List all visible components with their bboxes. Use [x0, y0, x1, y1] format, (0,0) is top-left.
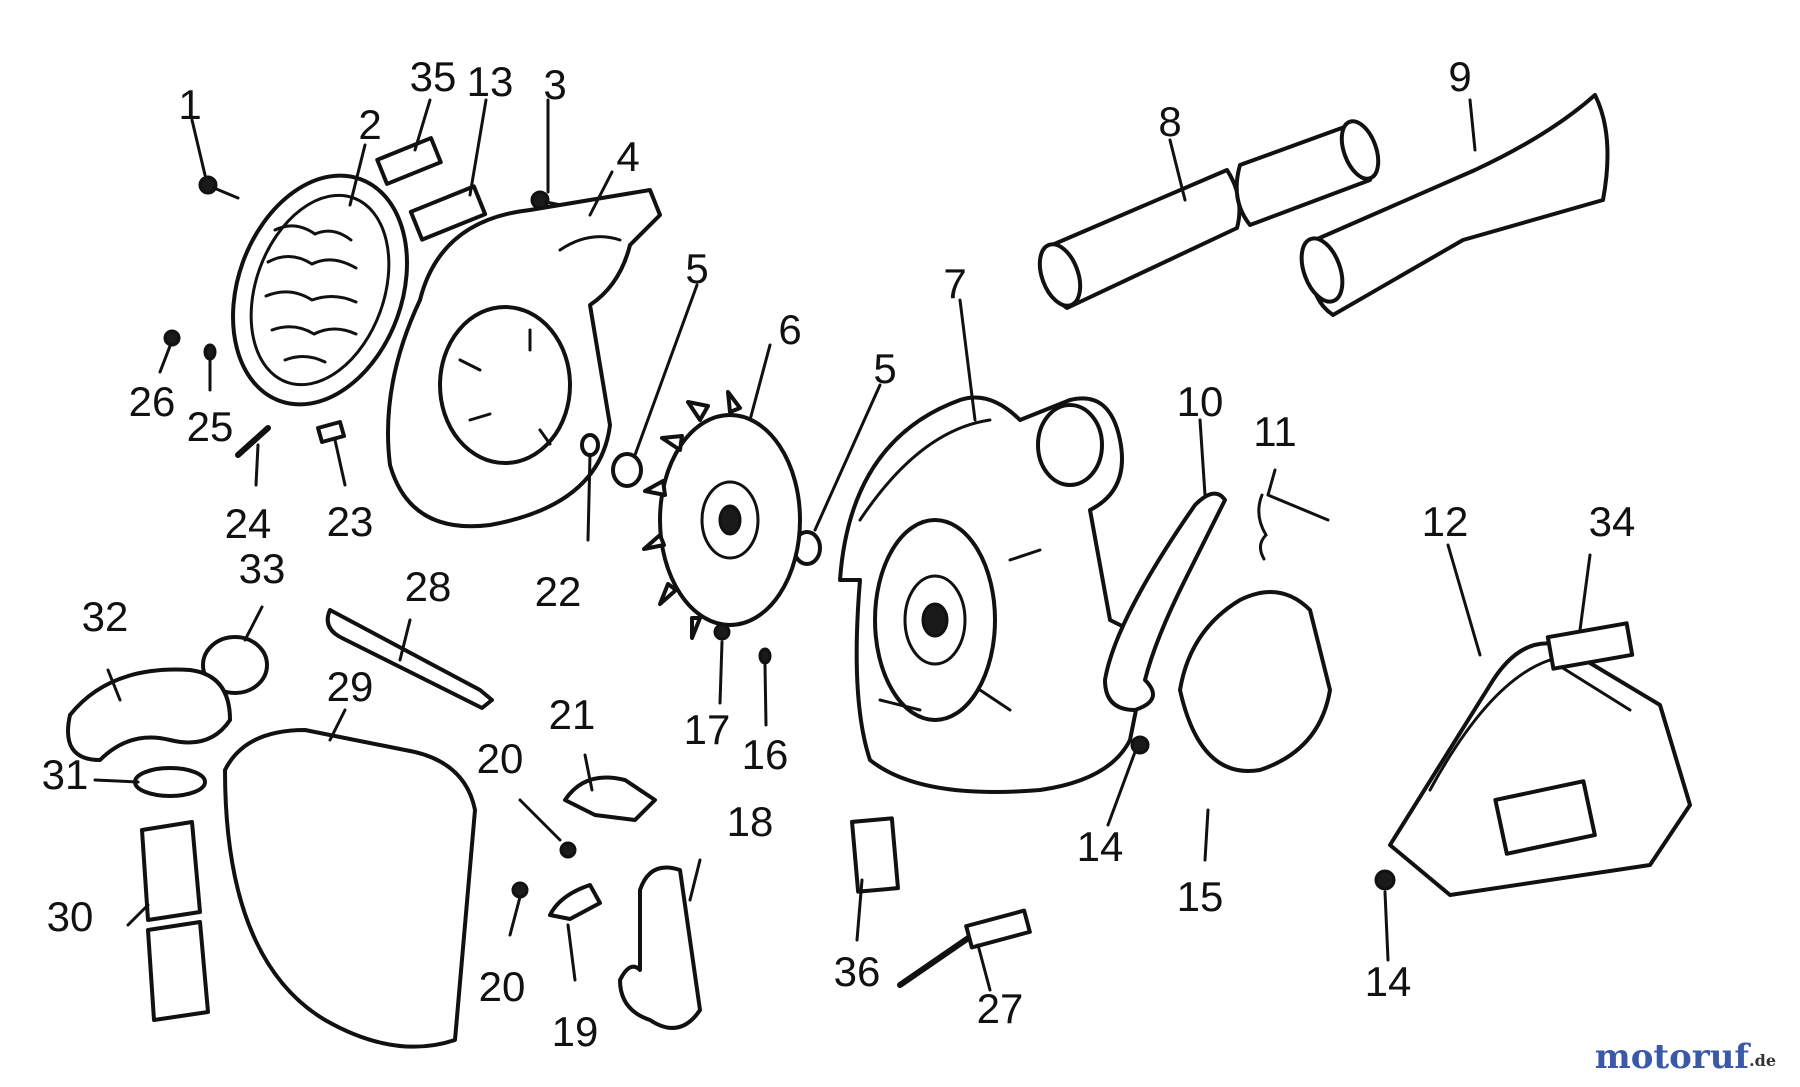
part-cover-15 — [1178, 590, 1332, 773]
part-impeller-fan — [642, 390, 802, 640]
callout-8: 8 — [1158, 98, 1181, 145]
part-strap-28 — [325, 608, 494, 710]
callout-19: 19 — [552, 1008, 599, 1055]
part-decal-36 — [850, 816, 900, 894]
callout-12: 12 — [1422, 498, 1469, 545]
callout-21: 21 — [549, 691, 596, 738]
callout-36: 36 — [834, 948, 881, 995]
watermark-name: motoruf — [1594, 1037, 1750, 1077]
part-handle-18 — [618, 865, 702, 1030]
part-screw-20b — [511, 881, 529, 899]
watermark-logo: motoruf.de — [1595, 1037, 1776, 1077]
part-grille-cover — [231, 173, 409, 407]
callout-13: 13 — [467, 58, 514, 105]
callout-31: 31 — [42, 751, 89, 798]
part-washer-5a — [611, 452, 643, 488]
part-handle-10 — [1103, 491, 1227, 712]
callout-14a: 14 — [1077, 823, 1124, 870]
part-screw-1 — [198, 175, 240, 200]
part-label-35 — [375, 136, 443, 186]
callout-32: 32 — [82, 593, 129, 640]
callout-11: 11 — [1253, 408, 1297, 455]
part-decal-34 — [1545, 621, 1635, 671]
callout-16: 16 — [742, 731, 789, 778]
callout-22: 22 — [535, 568, 582, 615]
callout-10: 10 — [1177, 378, 1224, 425]
callout-33: 33 — [239, 545, 286, 592]
part-screw-14b — [1374, 869, 1396, 891]
part-tube-8 — [1037, 119, 1381, 310]
callout-29: 29 — [327, 663, 374, 710]
callout-26: 26 — [129, 378, 176, 425]
callout-20a: 20 — [477, 735, 524, 782]
part-screw-14a — [1130, 735, 1150, 755]
callout-28: 28 — [405, 563, 452, 610]
part-nozzle-9 — [1299, 93, 1610, 317]
callout-2: 2 — [358, 101, 381, 148]
callout-4: 4 — [616, 133, 639, 180]
part-main-housing — [838, 395, 1152, 794]
callout-9: 9 — [1448, 53, 1471, 100]
part-label-13 — [408, 184, 488, 242]
callout-1: 1 — [178, 81, 201, 128]
watermark-tld: .de — [1749, 1051, 1776, 1070]
part-pin-24 — [235, 425, 271, 458]
part-clip-23 — [316, 420, 346, 444]
callout-23: 23 — [327, 498, 374, 545]
callout-25: 25 — [187, 403, 234, 450]
part-ring-33 — [201, 635, 269, 695]
callout-3: 3 — [543, 61, 566, 108]
callout-30: 30 — [47, 893, 94, 940]
callout-7: 7 — [943, 260, 966, 307]
callout-35: 35 — [410, 53, 457, 100]
part-clamp-31 — [133, 766, 207, 798]
callout-15: 15 — [1177, 873, 1224, 920]
callout-numbers: 1 2 3 4 5 5 6 7 8 9 10 11 12 13 14 14 15… — [42, 53, 1636, 1055]
part-washer-16 — [758, 647, 772, 665]
callout-5a: 5 — [685, 245, 708, 292]
part-washer-22 — [580, 433, 600, 457]
callout-24: 24 — [225, 500, 272, 547]
part-bracket-21 — [563, 775, 657, 822]
part-clip-19 — [548, 883, 602, 921]
part-bag-29 — [223, 728, 477, 1049]
part-screw-26 — [163, 329, 181, 347]
callout-18: 18 — [727, 798, 774, 845]
callout-6: 6 — [778, 306, 801, 353]
callout-5b: 5 — [873, 345, 896, 392]
part-tube-30 — [140, 820, 210, 1022]
callout-20b: 20 — [479, 963, 526, 1010]
part-elbow-32 — [66, 667, 232, 762]
part-screw-17 — [713, 623, 731, 641]
part-engine-cover-12 — [1388, 641, 1692, 897]
part-spring-11 — [1257, 493, 1330, 561]
callout-27: 27 — [977, 985, 1024, 1032]
callout-14b: 14 — [1365, 958, 1412, 1005]
part-washer-25 — [203, 343, 217, 361]
callout-34: 34 — [1589, 498, 1636, 545]
callout-17: 17 — [684, 706, 731, 753]
part-screw-20a — [559, 841, 577, 859]
leader-lines — [93, 98, 1592, 992]
part-tool-27 — [897, 908, 1032, 988]
